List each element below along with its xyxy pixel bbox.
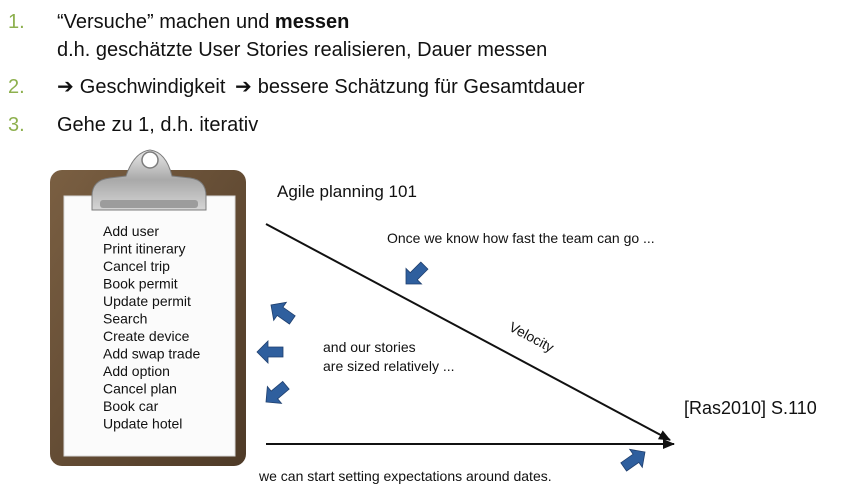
clipboard-clip-icon (91, 149, 207, 211)
list-number: 3. (8, 114, 25, 136)
list-item-1-prefix: “Versuche” machen und (57, 11, 275, 33)
blue-arrow-icon (270, 301, 296, 325)
diagram-title: Agile planning 101 (277, 182, 417, 201)
velocity-label: Velocity (507, 319, 557, 356)
clipboard-item: Add user (103, 223, 159, 239)
clipboard-paper (63, 195, 236, 457)
note-bottom: we can start setting expectations around… (258, 468, 552, 484)
clipboard-item: Add swap trade (103, 346, 200, 362)
list-number: 1. (8, 11, 25, 33)
list-item-3-text: Gehe zu 1, d.h. iterativ (57, 114, 259, 136)
blue-arrow-icon (620, 448, 646, 472)
clipboard-item: Book permit (103, 276, 178, 292)
list-item-2-text1: Geschwindigkeit (79, 76, 226, 98)
blue-arrow-icon (265, 380, 290, 404)
list-number: 2. (8, 76, 25, 98)
clipboard-item: Print itinerary (103, 241, 185, 257)
clipboard-image: Add user Print itinerary Cancel trip Boo… (50, 149, 246, 466)
clipboard-item: Update hotel (103, 416, 182, 432)
note-mid-line1: and our stories (323, 339, 416, 355)
note-top: Once we know how fast the team can go ..… (387, 230, 655, 246)
right-arrow-icon: ➔ (234, 76, 252, 98)
clipboard-item: Cancel trip (103, 258, 170, 274)
reference-citation: [Ras2010] S.110 (684, 398, 817, 418)
note-mid-line2: are sized relatively ... (323, 358, 455, 374)
blue-arrow-icon (405, 261, 429, 285)
clipboard-item: Cancel plan (103, 381, 177, 397)
clipboard-item: Book car (103, 398, 159, 414)
list-item-2-text2: bessere Schätzung für Gesamtdauer (257, 76, 585, 98)
clipboard-list: Add user Print itinerary Cancel trip Boo… (103, 223, 200, 432)
clipboard-item: Search (103, 311, 147, 327)
clipboard-item: Add option (103, 363, 170, 379)
clipboard-item: Update permit (103, 293, 191, 309)
right-arrow-icon: ➔ (57, 76, 74, 98)
velocity-arrow (265, 223, 671, 441)
blue-arrow-icon (256, 340, 284, 364)
list-item-1-bold: messen (274, 11, 350, 33)
clipboard-item: Create device (103, 328, 190, 344)
